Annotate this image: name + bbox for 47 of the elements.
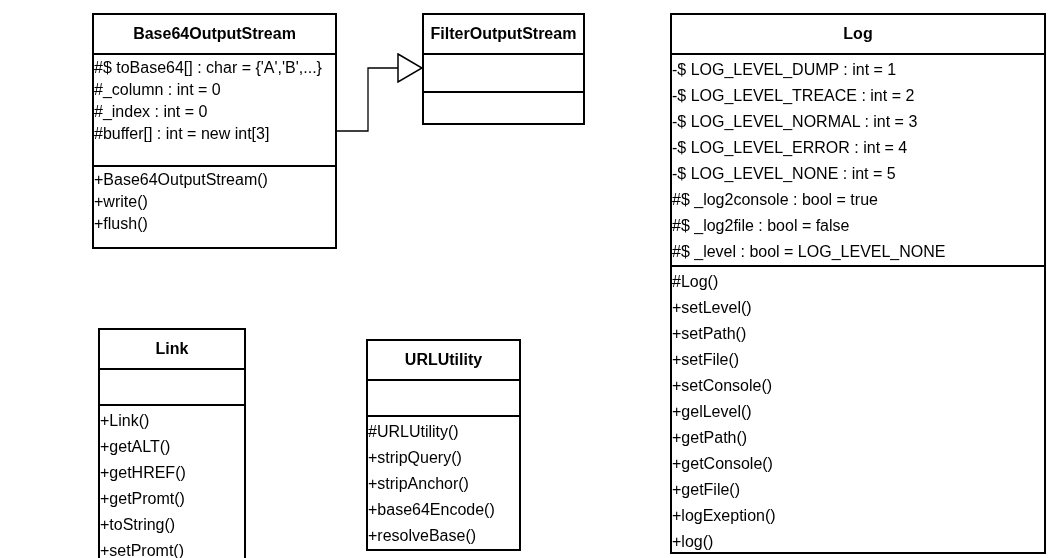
method-text: +setPath() (672, 324, 747, 344)
attribute-text: #buffer[] : int = new int[3] (94, 124, 270, 144)
method-text: +log() (672, 532, 714, 552)
method-text: +Link() (100, 411, 150, 431)
attribute-text: #$ _log2console : bool = true (672, 190, 878, 210)
attribute-text: #_column : int = 0 (94, 80, 221, 100)
method-text: #Log() (672, 272, 719, 292)
method-text: +setConsole() (672, 376, 773, 396)
method-text: +base64Encode() (368, 500, 495, 520)
class-name: Link (155, 340, 189, 358)
class-box (670, 13, 1046, 554)
class-box (98, 328, 246, 558)
method-text: #URLUtility() (368, 422, 459, 442)
class-name: Log (843, 25, 873, 43)
method-text: +getPromt() (100, 489, 185, 509)
method-text: +getFile() (672, 480, 741, 500)
attribute-text: -$ LOG_LEVEL_NORMAL : int = 3 (672, 112, 918, 132)
class-name: URLUtility (404, 351, 483, 369)
class-name: Base64OutputStream (133, 25, 296, 43)
method-text: +getPath() (672, 428, 748, 448)
class-box (422, 13, 585, 125)
method-text: +setFile() (672, 350, 740, 370)
attribute-text: #$ _level : bool = LOG_LEVEL_NONE (672, 242, 946, 262)
method-text: +resolveBase() (368, 526, 477, 546)
class-box (92, 13, 337, 249)
method-text: +logExeption() (672, 506, 776, 526)
method-text: +getConsole() (672, 454, 773, 474)
attribute-text: #_index : int = 0 (94, 102, 208, 122)
attribute-text: #$ toBase64[] : char = {'A','B',...} (94, 58, 322, 78)
attribute-text: -$ LOG_LEVEL_TREACE : int = 2 (672, 86, 915, 106)
method-text: +flush() (94, 214, 148, 234)
generalization-arrow (336, 53, 423, 132)
class-name: FilterOutputStream (430, 25, 577, 43)
method-text: +write() (94, 192, 148, 212)
attribute-text: -$ LOG_LEVEL_DUMP : int = 1 (672, 60, 897, 80)
method-text: +getHREF() (100, 463, 186, 483)
attribute-text: -$ LOG_LEVEL_NONE : int = 5 (672, 164, 896, 184)
method-text: +stripAnchor() (368, 474, 469, 494)
method-text: +gelLevel() (672, 402, 752, 422)
attribute-text: #$ _log2file : bool = false (672, 216, 850, 236)
method-text: +setLevel() (672, 298, 752, 318)
class-box (366, 339, 521, 551)
method-text: +getALT() (100, 437, 171, 457)
method-text: +toString() (100, 515, 176, 535)
method-text: +Base64OutputStream() (94, 170, 268, 190)
attribute-text: -$ LOG_LEVEL_ERROR : int = 4 (672, 138, 908, 158)
method-text: +stripQuery() (368, 448, 462, 468)
